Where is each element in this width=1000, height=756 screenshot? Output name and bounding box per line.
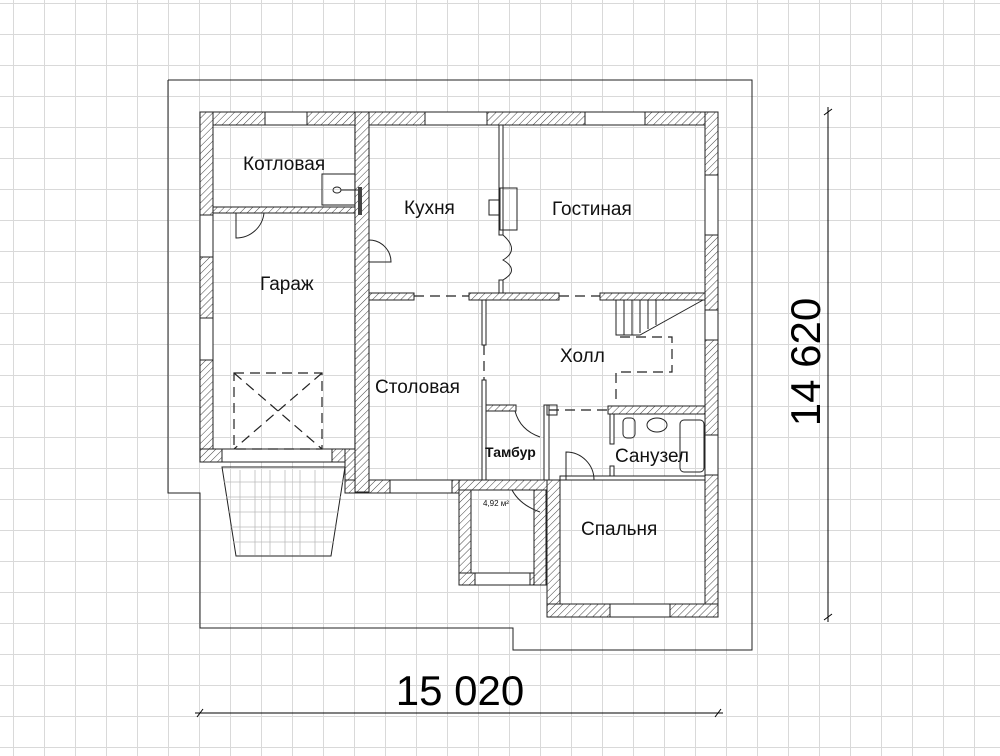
room-label-garage: Гараж	[260, 274, 314, 295]
room-label-kitchen: Кухня	[404, 198, 455, 219]
windows	[199, 111, 719, 618]
room-label-bedroom: Спальня	[581, 519, 657, 540]
interior-walls	[212, 124, 706, 481]
staircase	[615, 299, 704, 400]
room-label-vestibule: Тамбур	[485, 444, 536, 460]
garage-apron	[221, 466, 346, 557]
porch-area-label: 4,92 м²	[483, 499, 509, 508]
site-outline	[167, 79, 753, 651]
doors	[235, 212, 608, 513]
room-label-hall: Холл	[560, 346, 605, 367]
room-label-bathroom: Санузел	[615, 446, 689, 467]
depth-dimension-line	[823, 107, 833, 622]
width-dimension-line	[195, 708, 723, 718]
width-dimension: 15 020	[396, 667, 524, 714]
fixtures	[233, 173, 705, 473]
room-label-living-room: Гостиная	[552, 199, 632, 220]
depth-dimension: 14 620	[782, 298, 829, 426]
room-label-dining-room: Столовая	[375, 377, 460, 398]
room-label-boiler-room: Котловая	[243, 154, 325, 175]
exterior-walls	[199, 111, 719, 618]
